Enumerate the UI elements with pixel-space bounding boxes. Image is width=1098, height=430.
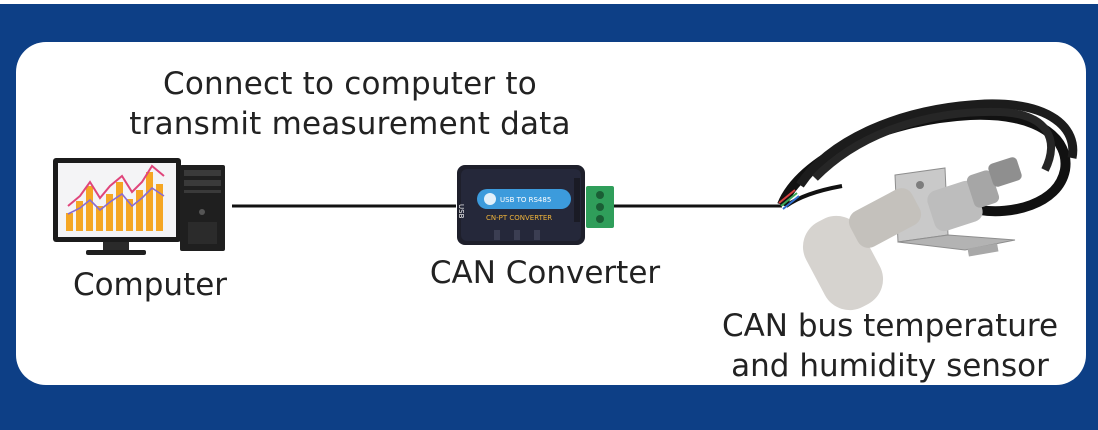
top-border-line [0,0,1098,4]
converter-model-text: CN-PT CONVERTER [486,214,552,222]
bar-chart-graphic [66,164,165,231]
monitor-icon [53,158,181,255]
headline-text: Connect to computer to transmit measurem… [90,64,610,144]
headline-line-2: transmit measurement data [129,106,571,142]
sensor-probe [802,188,922,311]
headline-line-1: Connect to computer to [163,66,537,102]
sensor-cable-coil [777,99,1078,217]
sensor-label-line-1: CAN bus temperature [721,308,1059,344]
converter-usb-port-text: USB [457,204,465,219]
can-converter-label: CAN Converter [429,255,661,291]
sensor-connector [927,157,1022,232]
sensor-label: CAN bus temperature and humidity sensor [690,306,1090,386]
converter-badge [477,189,571,209]
can-converter-device: USB TO RS485 CN-PT CONVERTER USB [457,165,585,245]
sensor-label-line-2: and humidity sensor [731,348,1049,384]
pc-tower-icon [180,165,225,251]
converter-badge-text: USB TO RS485 [500,196,551,204]
computer-label: Computer [72,267,228,303]
green-terminal-block [586,186,614,228]
